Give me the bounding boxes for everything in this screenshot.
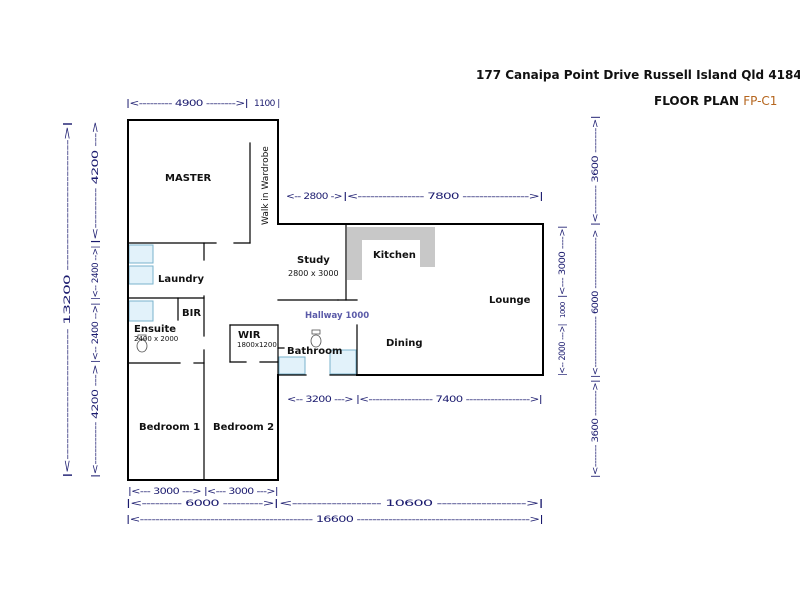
room-study-label: Study (297, 255, 330, 266)
dim-b-10600: <------------------ 10600 --------------… (279, 499, 543, 509)
room-dining-label: Dining (386, 338, 423, 349)
floor-plan-code: FP-C1 (743, 94, 778, 108)
dim-top-4900: |<--------- 4900 -------->| (126, 99, 248, 109)
room-wir-label: WIR (238, 330, 261, 341)
dim-r-2000: |<-- 2000 --->| (558, 324, 568, 376)
ensuite-toilet-icon (136, 334, 148, 353)
walls (127, 119, 544, 481)
room-bir-label: BIR (182, 308, 201, 319)
kitchen-bench (347, 227, 435, 280)
dim-b-6000: |<--------- 6000 --------->| (126, 499, 278, 509)
dim-r-1000: 1000 (559, 302, 567, 318)
dim-bot-3200: <-- 3200 ---> (287, 395, 353, 405)
laundry-machine-fixture (128, 265, 154, 285)
dim-b-16600: |<--------------------------------------… (126, 515, 543, 525)
room-wir-size: 1800x1200 (237, 341, 277, 349)
room-walk-in-wardrobe-label: Walk in Wardrobe (261, 146, 271, 225)
dim-top-1100: 1100 | (254, 99, 280, 109)
address-title: 177 Canaipa Point Drive Russell Island Q… (476, 68, 800, 82)
dim-right-3600b: |<------- 3600 -------->| (591, 380, 601, 478)
bathroom-vanity-fixture (278, 356, 306, 375)
dim-bot-7400: |<------------------ 7400 --------------… (356, 395, 542, 405)
dim-b-3000b: |<--- 3000 --->| (204, 487, 278, 497)
floor-plan-label: FLOOR PLAN (654, 94, 740, 108)
bathroom-toilet-icon (310, 329, 322, 348)
dim-left-13200: |<------------------------- 13200 ------… (63, 122, 73, 478)
dim-left-2400a: |<-- 2400 -->| (91, 246, 101, 300)
dim-mid-7800: |<---------------- 7800 ----------------… (343, 192, 543, 202)
dim-mid-2800: <-- 2800 -> (286, 192, 342, 202)
dim-left-4200a: |<--------- 4200 ---> (91, 122, 101, 244)
dim-left-2400b: |<-- 2400 -->| (91, 303, 101, 363)
laundry-tub-fixture (128, 244, 154, 264)
room-hallway-label: Hallway 1000 (305, 311, 369, 321)
fixtures (128, 227, 435, 375)
bathroom-bath-fixture (329, 349, 357, 375)
room-bedroom1-label: Bedroom 1 (139, 422, 200, 433)
room-kitchen-label: Kitchen (373, 250, 416, 261)
floor-plan-heading: FLOOR PLAN FP-C1 (654, 94, 777, 108)
room-bedroom2-label: Bedroom 2 (213, 422, 274, 433)
room-study-size: 2800 x 3000 (288, 269, 339, 278)
room-labels: MASTER Walk in Wardrobe Laundry BIR Ensu… (134, 146, 531, 433)
dim-right-3600a: |<-------- 3600 ------->| (591, 116, 601, 226)
dimensions: |<--------- 4900 -------->| 1100 | <-- 2… (63, 99, 601, 525)
room-laundry-label: Laundry (158, 274, 204, 285)
dim-r-3000: |<--- 3000 ---->| (558, 226, 568, 298)
room-bathroom-label: Bathroom (287, 346, 342, 357)
ensuite-shower-fixture (128, 300, 154, 322)
dim-b-3000a: |<--- 3000 ---> (128, 487, 201, 497)
room-master-label: MASTER (165, 173, 212, 184)
dim-left-4200b: |<----------- 4200 ---> (91, 365, 101, 478)
dim-right-6000: |<----------------- 6000 ---------------… (591, 230, 601, 378)
room-ensuite-size: 2400 x 2000 (134, 335, 178, 343)
room-lounge-label: Lounge (489, 295, 531, 306)
room-ensuite-label: Ensuite (134, 324, 176, 335)
